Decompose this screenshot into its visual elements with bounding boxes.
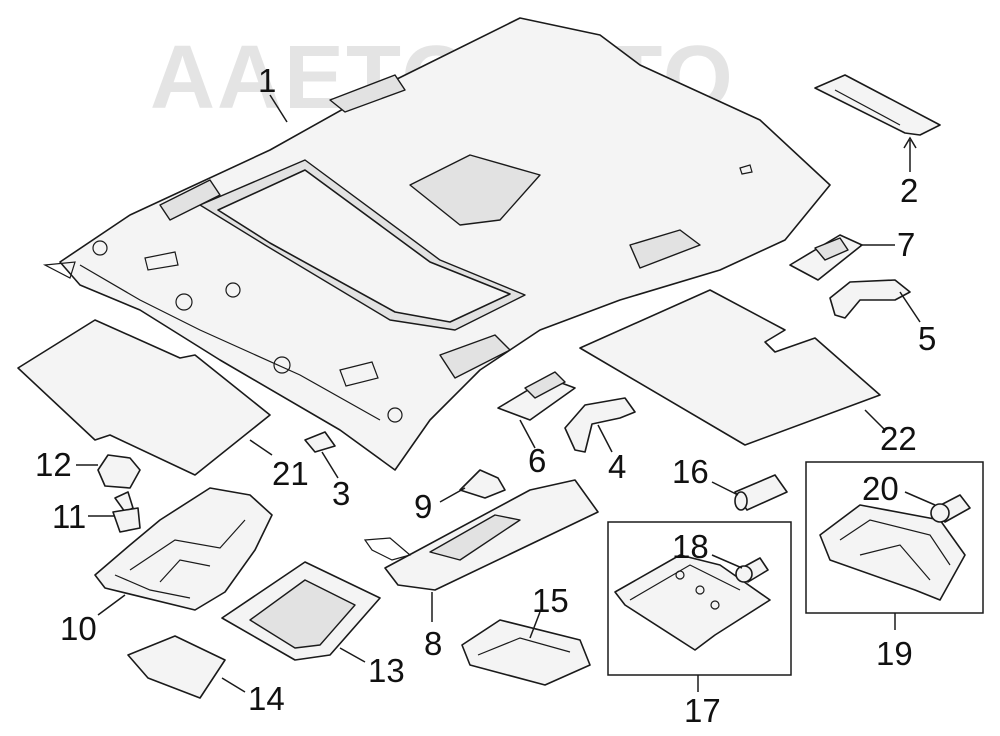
callout-12: 12 bbox=[35, 446, 98, 483]
callout-label-7: 7 bbox=[897, 226, 915, 263]
headliner bbox=[42, 17, 831, 471]
callout-17: 17 bbox=[684, 675, 721, 729]
callout-label-10: 10 bbox=[60, 610, 97, 647]
callout-21: 21 bbox=[249, 439, 309, 492]
callout-14: 14 bbox=[221, 677, 285, 717]
callout-10: 10 bbox=[60, 594, 126, 647]
callout-1: 1 bbox=[258, 62, 288, 123]
overhead-console bbox=[94, 487, 273, 611]
rear-insulator bbox=[579, 289, 881, 446]
map-lamp-bulb bbox=[735, 557, 769, 583]
callout-label-6: 6 bbox=[528, 442, 546, 479]
callout-label-12: 12 bbox=[35, 446, 72, 483]
callout-label-21: 21 bbox=[272, 455, 309, 492]
front-grab-handle bbox=[564, 397, 636, 453]
callout-label-19: 19 bbox=[876, 635, 913, 672]
console-frame bbox=[221, 561, 381, 661]
console-lens bbox=[127, 635, 226, 699]
front-handle-bracket bbox=[497, 371, 576, 421]
callout-label-8: 8 bbox=[424, 625, 442, 662]
callout-label-4: 4 bbox=[608, 448, 626, 485]
rear-handle-bracket bbox=[789, 234, 863, 281]
small-lamp bbox=[461, 619, 591, 686]
callout-label-11: 11 bbox=[52, 498, 86, 535]
callout-7: 7 bbox=[860, 226, 915, 263]
callout-label-2: 2 bbox=[900, 172, 918, 209]
callout-label-13: 13 bbox=[368, 652, 405, 689]
sun-visor bbox=[363, 479, 599, 591]
callout-9: 9 bbox=[414, 487, 466, 525]
callout-6: 6 bbox=[519, 419, 546, 479]
callout-3: 3 bbox=[321, 451, 350, 512]
callout-16: 16 bbox=[672, 453, 739, 496]
callout-label-20: 20 bbox=[862, 470, 899, 507]
callout-label-14: 14 bbox=[248, 680, 285, 717]
lamp-bulb bbox=[734, 474, 788, 511]
console-bulb bbox=[112, 491, 141, 533]
callout-20: 20 bbox=[862, 470, 936, 507]
button-cap bbox=[97, 454, 141, 489]
callout-label-17: 17 bbox=[684, 692, 721, 729]
callout-label-9: 9 bbox=[414, 488, 432, 525]
callout-13: 13 bbox=[339, 647, 405, 689]
callout-label-5: 5 bbox=[918, 320, 936, 357]
callout-11: 11 bbox=[52, 498, 115, 535]
callout-2: 2 bbox=[900, 136, 918, 209]
callout-label-15: 15 bbox=[532, 582, 569, 619]
small-pad bbox=[304, 431, 336, 453]
front-insulator bbox=[17, 319, 271, 476]
callout-label-16: 16 bbox=[672, 453, 709, 490]
callout-label-18: 18 bbox=[672, 528, 709, 565]
callout-4: 4 bbox=[597, 424, 626, 485]
callout-19: 19 bbox=[876, 613, 913, 672]
callout-8: 8 bbox=[424, 592, 442, 662]
callout-label-22: 22 bbox=[880, 420, 917, 457]
rear-trim-bracket bbox=[814, 74, 941, 136]
map-lamp-assembly bbox=[607, 521, 792, 676]
callout-22: 22 bbox=[864, 409, 917, 457]
dome-lamp-bulb bbox=[930, 494, 971, 523]
callout-15: 15 bbox=[529, 582, 569, 639]
callout-label-1: 1 bbox=[258, 62, 276, 99]
callout-18: 18 bbox=[672, 528, 743, 569]
callout-label-3: 3 bbox=[332, 475, 350, 512]
visor-holder bbox=[459, 469, 506, 499]
callout-5: 5 bbox=[899, 291, 936, 357]
rear-grab-handle bbox=[829, 279, 911, 319]
